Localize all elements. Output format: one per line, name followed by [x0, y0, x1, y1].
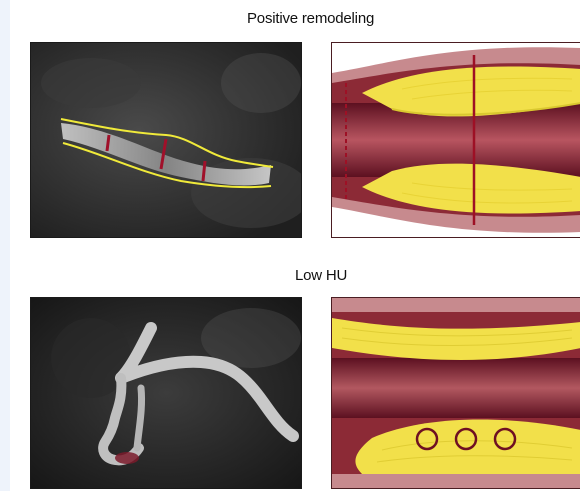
ct-image-low-hu — [30, 297, 302, 489]
measurement-line-1 — [107, 135, 109, 151]
illustration-low-hu — [331, 297, 580, 489]
ct-image-positive-remodeling — [30, 42, 302, 238]
measurement-line-3 — [203, 161, 205, 181]
figure-page: Positive remodeling Low HU — [10, 0, 580, 491]
low-hu-plaque-marker — [115, 452, 139, 464]
positive-remodeling-title: Positive remodeling — [247, 10, 374, 27]
illustration-positive-remodeling — [331, 42, 580, 238]
low-hu-title: Low HU — [295, 267, 347, 284]
